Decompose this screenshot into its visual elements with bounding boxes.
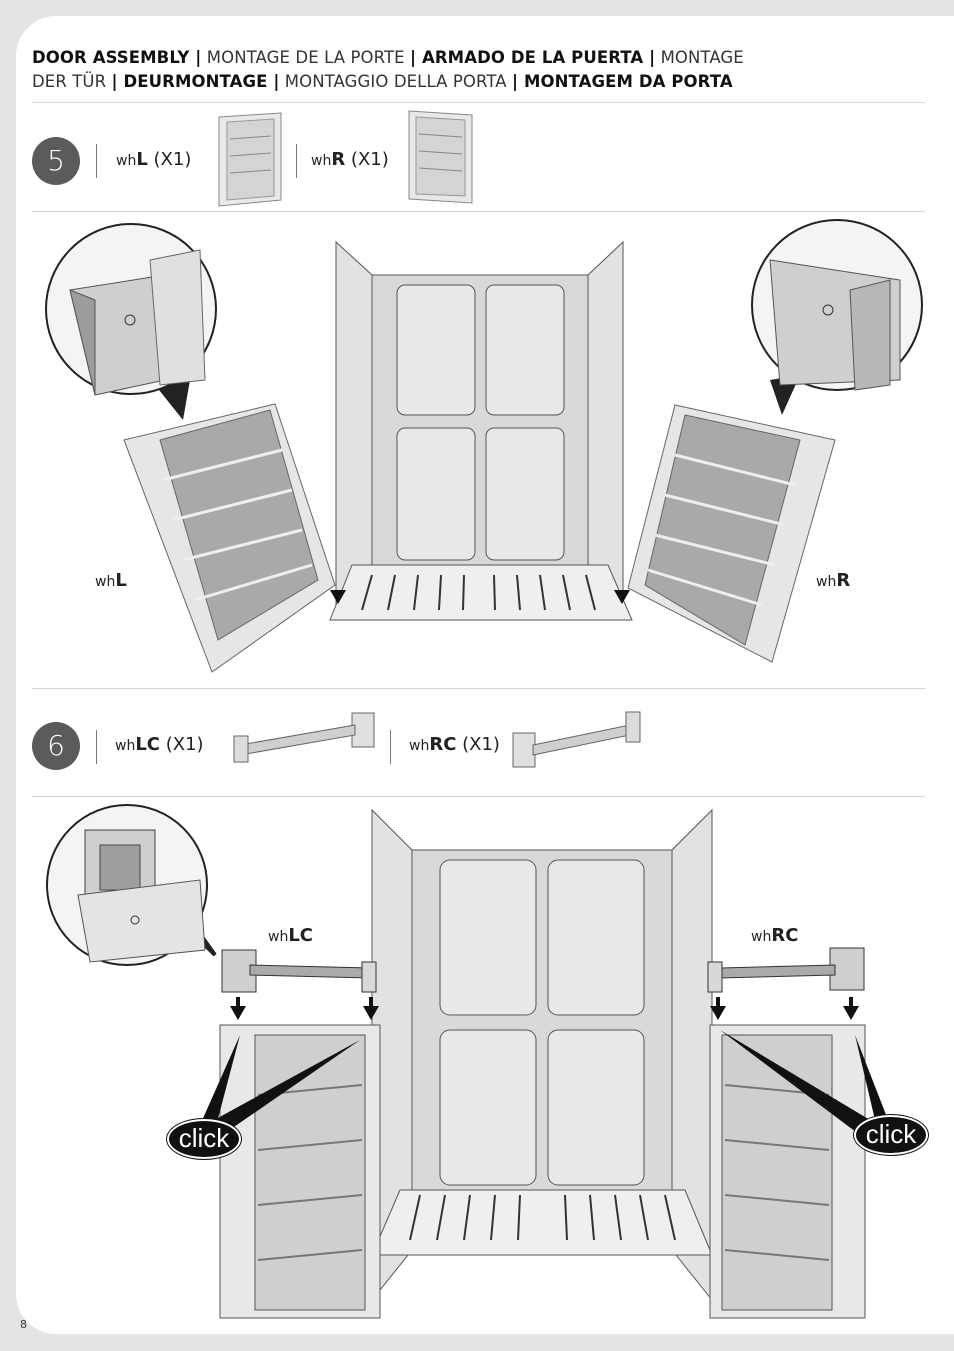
connector-left-label: whLC — [268, 925, 314, 946]
zoom-detail-right — [751, 219, 923, 415]
title-de-1: MONTAGE — [655, 48, 744, 67]
page-number: 8 — [20, 1318, 27, 1331]
door-right-label: whR — [816, 570, 851, 591]
separator — [96, 144, 97, 178]
title-fr: MONTAGE DE LA PORTE — [201, 48, 411, 67]
title-de-2: DER TÜR — [32, 72, 112, 91]
divider — [32, 688, 925, 689]
title-es: | ARMADO DE LA PUERTA | — [410, 48, 656, 67]
zoom-detail-left — [45, 223, 217, 420]
click-callout-left: click — [167, 1119, 241, 1159]
title-nl: | DEURMONTAGE | — [111, 72, 280, 91]
part-label-right-connector: whRC (X1) — [409, 734, 500, 755]
connector-right-label: whRC — [751, 925, 799, 946]
separator — [296, 144, 297, 178]
divider — [32, 211, 925, 212]
step-number-badge: 6 — [32, 722, 80, 770]
divider — [32, 796, 925, 797]
divider — [32, 102, 925, 103]
title-en: DOOR ASSEMBLY | — [32, 48, 202, 67]
zoom-detail-connector — [46, 804, 217, 966]
shed-body-step6 — [200, 808, 890, 1319]
click-callout-right: click — [854, 1115, 928, 1155]
door-right-panel — [627, 404, 836, 663]
page-title: DOOR ASSEMBLY | MONTAGE DE LA PORTE | AR… — [32, 46, 852, 94]
part-label-left-connector: whLC (X1) — [115, 734, 204, 755]
part-label-right-door: whR (X1) — [311, 149, 389, 170]
connector-right-thumbnail — [512, 711, 641, 768]
step-number-badge: 5 — [32, 137, 80, 185]
part-label-left-door: whL (X1) — [116, 149, 192, 170]
connector-left-thumbnail — [233, 712, 375, 763]
door-left-thumbnail — [218, 112, 282, 207]
title-it: MONTAGGIO DELLA PORTA — [279, 72, 512, 91]
separator — [390, 730, 391, 764]
door-left-panel — [123, 403, 336, 673]
title-pt: | MONTAGEM DA PORTA — [512, 72, 733, 91]
shed-body-step5 — [329, 240, 633, 621]
door-left-label: whL — [95, 570, 127, 591]
door-right-thumbnail — [408, 110, 473, 204]
separator — [96, 730, 97, 764]
